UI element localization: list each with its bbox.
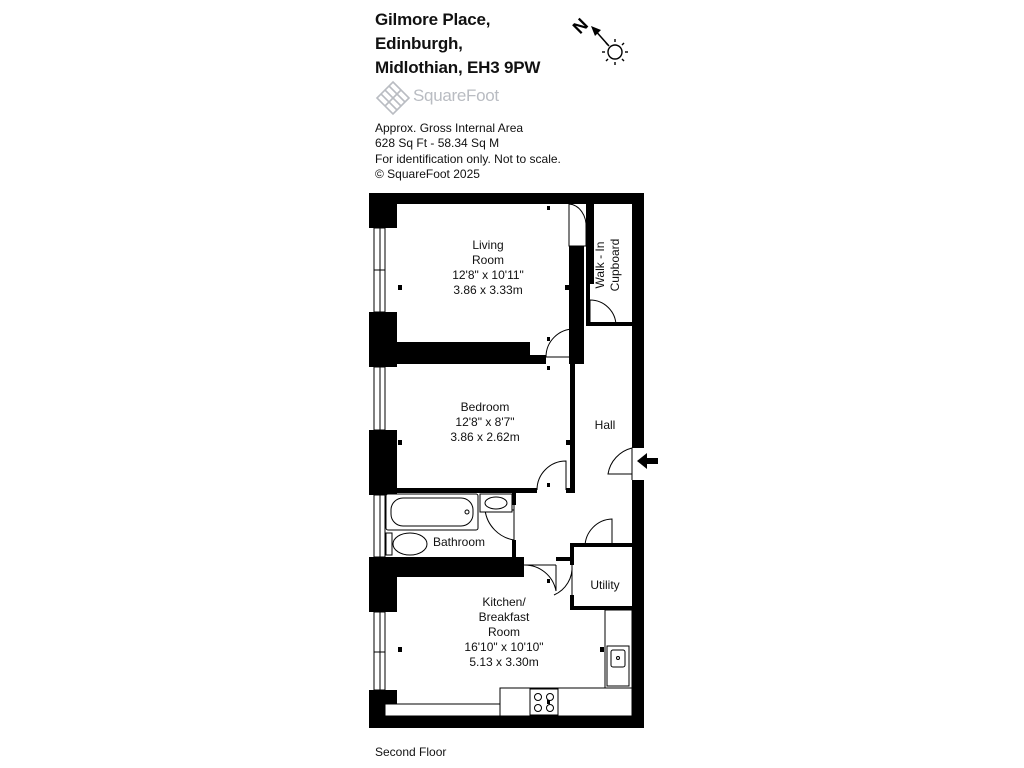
entrance-arrow-icon [637, 453, 658, 469]
room-label-utility: Utility [583, 578, 627, 593]
address-line-2: Edinburgh, [375, 34, 463, 53]
kitchen-imperial: 16'10" x 10'10" [464, 640, 544, 654]
living-name-1: Living [472, 238, 504, 252]
room-label-cupboard: Walk - In Cupboard [593, 235, 633, 295]
bathroom-fixtures [385, 493, 513, 556]
squarefoot-logo: SquareFoot [375, 80, 520, 116]
living-imperial: 12'8" x 10'11" [452, 268, 524, 282]
bedroom-metric: 3.86 x 2.62m [450, 430, 520, 444]
kitchen-name-3: Room [487, 625, 520, 639]
kitchen-worktop-bottom [499, 687, 633, 717]
kitchen-name-1: Kitchen/ [482, 595, 526, 609]
outer-walls [369, 193, 644, 728]
brand-name: SquareFoot [413, 86, 499, 105]
kitchen-metric: 5.13 x 3.30m [469, 655, 539, 669]
utility-name: Utility [590, 578, 620, 592]
hall-name: Hall [594, 418, 616, 432]
dimension-ticks [398, 206, 604, 704]
address-line-3: Midlothian, EH3 9PW [375, 58, 541, 77]
toilet-bowl [392, 532, 428, 556]
floor-label: Second Floor [375, 745, 447, 759]
address-line-1: Gilmore Place, [375, 10, 491, 29]
area-value: 628 Sq Ft - 58.34 Sq M [375, 136, 500, 151]
living-name-2: Room [471, 253, 504, 267]
area-heading: Approx. Gross Internal Area [375, 121, 524, 135]
area-info: Approx. Gross Internal Area 628 Sq Ft - … [375, 121, 561, 182]
squarefoot-logo-icon [375, 80, 411, 116]
compass: N [565, 10, 640, 78]
bedroom-imperial: 12'8" x 8'7" [455, 415, 515, 429]
living-metric: 3.86 x 3.33m [453, 283, 523, 297]
cupboard-name-1: Walk - In [593, 241, 607, 289]
bathroom-name: Bathroom [432, 535, 486, 549]
living-arc [568, 203, 587, 247]
kitchen-name-2: Breakfast [478, 610, 530, 624]
room-label-living: Living Room 12'8" x 10'11" 3.86 x 3.33m [448, 238, 528, 298]
disclaimer: For identification only. Not to scale. [375, 151, 561, 166]
windows [373, 227, 386, 691]
copyright: © SquareFoot 2025 [375, 166, 480, 181]
property-address: Gilmore Place, Edinburgh, Midlothian, EH… [375, 8, 540, 80]
toilet-cistern [385, 532, 393, 556]
room-label-hall: Hall [585, 418, 625, 433]
hob [529, 688, 559, 716]
cupboard-name-2: Cupboard [608, 238, 622, 292]
kitchen-fixtures [384, 609, 633, 717]
room-label-bedroom: Bedroom 12'8" x 8'7" 3.86 x 2.62m [440, 400, 530, 445]
room-label-kitchen: Kitchen/ Breakfast Room 16'10" x 10'10" … [454, 595, 554, 670]
interior-walls [397, 204, 632, 610]
bedroom-name: Bedroom [460, 400, 510, 414]
compass-sun-icon: N [569, 14, 628, 65]
room-label-bathroom: Bathroom [428, 535, 490, 550]
